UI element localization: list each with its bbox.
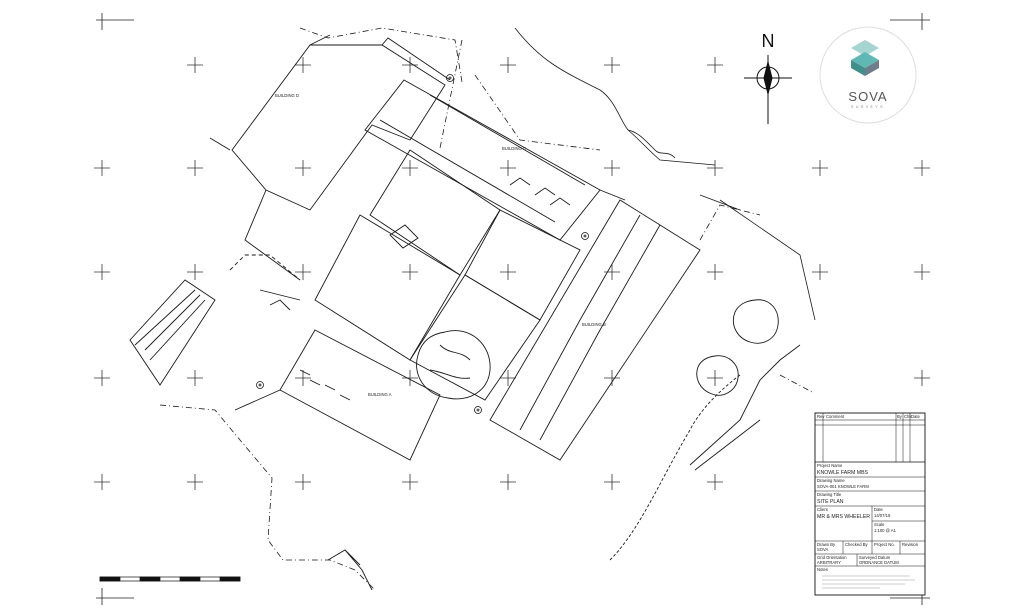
grid-cross <box>402 57 418 73</box>
outbuilding-roof <box>129 279 216 386</box>
project-no-label: Project No. <box>874 542 895 547</box>
grid-cross <box>914 370 930 386</box>
grid-cross <box>604 370 620 386</box>
trees <box>416 299 779 400</box>
title-block: Rev Comment By Chk Date Project Name KNO… <box>814 412 926 596</box>
grid-cross <box>707 160 723 176</box>
building-c-label: BUILDING C <box>502 146 526 151</box>
grid-orientation-label: Grid Orientation <box>817 555 847 560</box>
grid-cross <box>604 57 620 73</box>
grid-cross <box>402 474 418 490</box>
north-arrow: N <box>744 31 792 124</box>
building-b-label: BUILDING B <box>582 322 606 327</box>
grid-cross <box>94 370 110 386</box>
grid-cross <box>604 264 620 280</box>
sova-logo-wordmark: SOVA <box>848 89 887 104</box>
grid-cross <box>604 474 620 490</box>
date-value: 14/07/19 <box>874 513 891 518</box>
grid-cross <box>295 160 311 176</box>
building-d-label: BUILDING D <box>275 93 299 98</box>
tree-right-upper <box>732 299 779 344</box>
drawing-title-label: Drawing Title <box>817 492 842 497</box>
grid-cross <box>295 264 311 280</box>
drawing-title: SITE PLAN <box>817 499 844 505</box>
building-a-label: BUILDING A <box>368 392 392 397</box>
grid-cross <box>187 160 203 176</box>
building-c-outline <box>364 79 601 241</box>
chk-header: Chk <box>904 414 912 419</box>
date-label: Date <box>874 507 884 512</box>
building-d-outline <box>209 34 451 281</box>
hedge-line <box>514 27 816 321</box>
grid-cross <box>500 160 516 176</box>
project-name: KNOWLE FARM MBS <box>817 470 869 476</box>
grid-cross <box>187 474 203 490</box>
rev-header: Rev <box>817 414 825 419</box>
notes-label: Notes <box>817 567 828 572</box>
project-name-label: Project Name <box>817 463 843 468</box>
grid-cross <box>402 264 418 280</box>
scale-value: 1:100 @ A1 <box>874 528 897 533</box>
grid-cross <box>295 57 311 73</box>
grid-cross <box>707 474 723 490</box>
grid-cross <box>914 160 930 176</box>
grid-cross <box>94 474 110 490</box>
grid-cross <box>707 370 723 386</box>
scale-bar <box>99 576 241 582</box>
corner-marks <box>96 13 930 605</box>
drawing-name: SOVA-001 KNOWLE FARM <box>817 484 869 489</box>
sova-logo-icon <box>851 40 879 76</box>
date-header: Date <box>911 414 921 419</box>
site-boundary <box>159 27 813 591</box>
grid-cross <box>94 160 110 176</box>
grid-crosses <box>94 57 930 490</box>
drawn-by-label: Drawn By <box>817 542 836 547</box>
tree-large <box>416 330 491 400</box>
client-label: Client <box>817 507 829 512</box>
scale-label: Scale <box>874 522 885 527</box>
grid-cross <box>707 264 723 280</box>
courtyard-blocks <box>314 149 581 401</box>
site-linework <box>129 27 816 591</box>
drawn-by: SOVA <box>817 547 829 552</box>
surveyed-datum-label: Surveyed Datum <box>859 555 891 560</box>
grid-cross <box>500 264 516 280</box>
grid-cross <box>295 474 311 490</box>
survey-points <box>256 74 589 414</box>
grid-cross <box>187 264 203 280</box>
by-header: By <box>897 414 903 419</box>
notes-text-lines <box>822 575 915 589</box>
grid-cross <box>187 57 203 73</box>
grid-cross <box>707 57 723 73</box>
comment-header: Comment <box>826 414 845 419</box>
grid-cross <box>500 57 516 73</box>
grid-cross <box>500 370 516 386</box>
grid-cross <box>812 264 828 280</box>
sova-logo-tagline: SURVEYS <box>851 105 885 109</box>
building-b-outline <box>489 189 701 461</box>
grid-cross <box>402 370 418 386</box>
grid-cross <box>500 474 516 490</box>
client-name: MR & MRS WHEELER <box>817 514 870 520</box>
building-a-outline <box>234 329 441 461</box>
surveyed-datum: ORDNANCE DATUM <box>859 560 899 565</box>
grid-cross <box>187 370 203 386</box>
sova-logo: SOVA SURVEYS <box>819 26 917 124</box>
grid-cross <box>604 160 620 176</box>
grid-cross <box>94 264 110 280</box>
drawing-name-label: Drawing Name <box>817 478 845 483</box>
grid-cross <box>295 370 311 386</box>
revision-label: Revision <box>902 542 919 547</box>
grid-orientation: ARBITRARY <box>817 560 841 565</box>
grid-cross <box>402 160 418 176</box>
tree-right-lower <box>696 355 739 396</box>
checked-by-label: Checked By <box>845 542 868 547</box>
grid-cross <box>812 160 828 176</box>
grid-cross <box>914 264 930 280</box>
north-label: N <box>762 31 775 51</box>
